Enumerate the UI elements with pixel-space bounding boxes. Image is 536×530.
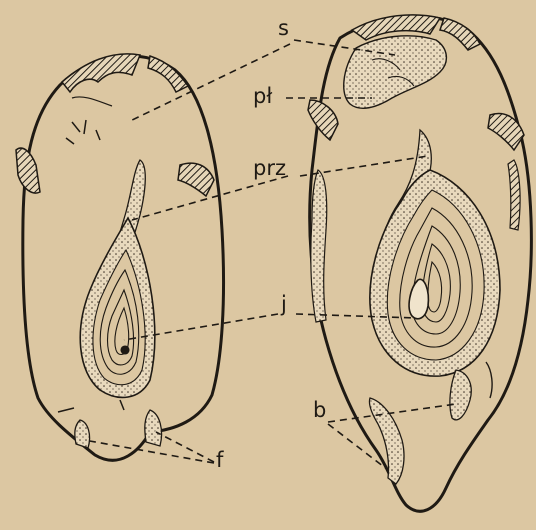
left-f-pocket-1: [75, 420, 90, 448]
right-left-strand: [311, 170, 327, 322]
right-side-strip: [508, 160, 520, 230]
right-side-coat: [178, 163, 214, 196]
left-top-coat-right: [148, 56, 188, 92]
label-b: b: [313, 400, 326, 421]
left-top-coat: [62, 54, 140, 92]
left-nucleus-layers: [80, 218, 154, 397]
right-nucleus-layers: [370, 170, 500, 376]
label-prz: prz: [253, 158, 286, 179]
right-top-coat-2: [440, 18, 480, 50]
label-s: s: [278, 18, 289, 39]
label-pl: pł: [253, 86, 272, 107]
left-grain-section: [16, 54, 224, 460]
right-left-coat: [308, 100, 338, 140]
right-grain-section: [308, 15, 531, 511]
right-right-coat: [488, 114, 524, 150]
left-side-coat: [16, 148, 40, 193]
left-f-pocket-2: [145, 410, 162, 446]
leader-b-down: [328, 424, 388, 470]
leader-s-left: [128, 44, 290, 122]
label-j: j: [281, 294, 287, 315]
right-b-pocket-2: [450, 370, 471, 420]
label-f: f: [216, 450, 223, 471]
